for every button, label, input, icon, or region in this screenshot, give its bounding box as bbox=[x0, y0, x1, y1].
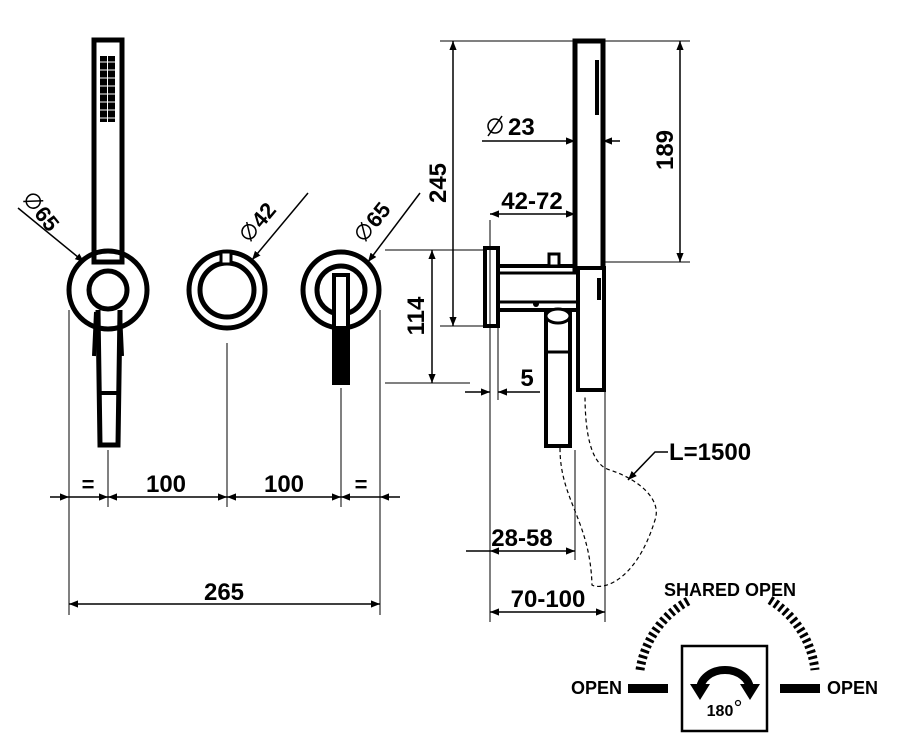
hand-shower-side bbox=[572, 38, 606, 392]
depth-dimension-2: 70-100 bbox=[490, 586, 605, 616]
open-right-label: OPEN bbox=[827, 678, 878, 698]
diameter-callout-hand-shower: 65 bbox=[17, 193, 85, 263]
spacing-center-1-label: 100 bbox=[146, 471, 186, 498]
hose bbox=[559, 394, 657, 588]
spacing-left-label: = bbox=[82, 472, 95, 497]
depth-range-1-label: 28-58 bbox=[491, 525, 552, 552]
plate-thickness-label: 5 bbox=[520, 365, 533, 392]
hose-length-callout: L=1500 bbox=[627, 439, 751, 481]
mixer-body bbox=[496, 252, 580, 312]
total-height-dimension: 245 bbox=[425, 41, 457, 326]
open-left-bar bbox=[628, 684, 668, 693]
projection-label: 42-72 bbox=[501, 188, 562, 215]
overall-width-dimension: 265 bbox=[69, 579, 380, 608]
hand-shower-unit bbox=[66, 37, 150, 448]
diverter-diameter-label: 65 bbox=[361, 197, 396, 232]
angle-label: 180 bbox=[707, 703, 734, 720]
depth-dimension-1: 28-58 bbox=[466, 525, 575, 555]
plate-height-label: 114 bbox=[403, 296, 430, 335]
open-right-bar bbox=[780, 684, 820, 693]
hose-length-label: L=1500 bbox=[669, 439, 751, 466]
mixer-knob bbox=[186, 249, 268, 331]
rotation-arrow-icon bbox=[690, 666, 760, 700]
rotation-legend: SHARED OPEN OPEN OPEN 180 bbox=[571, 580, 878, 733]
handle-diameter-label: 23 bbox=[508, 114, 535, 141]
right-arc bbox=[767, 596, 820, 671]
open-left-label: OPEN bbox=[571, 678, 622, 698]
spacing-center-2-label: 100 bbox=[264, 471, 304, 498]
diameter-callout-diverter: 65 bbox=[356, 192, 421, 263]
handle-diameter-callout: 23 bbox=[482, 114, 620, 145]
hand-shower-diameter-label: 65 bbox=[29, 201, 64, 236]
degree-icon bbox=[734, 699, 742, 707]
spacing-right-label: = bbox=[355, 472, 368, 497]
projection-dimension: 42-72 bbox=[490, 188, 575, 218]
shower-height-dimension: 189 bbox=[652, 41, 684, 262]
plate-thickness-dimension: 5 bbox=[465, 365, 540, 396]
diverter-lever bbox=[300, 249, 382, 385]
plate-height-dimension: 114 bbox=[403, 250, 436, 383]
hose-connector bbox=[544, 307, 572, 448]
side-view: 245 189 114 23 42-72 5 bbox=[385, 38, 751, 622]
front-view: = 100 100 = 265 65 42 bbox=[17, 37, 421, 615]
shared-open-label: SHARED OPEN bbox=[664, 580, 796, 600]
left-arc bbox=[635, 596, 693, 671]
shower-nozzles bbox=[100, 56, 115, 122]
overall-width-label: 265 bbox=[204, 579, 244, 606]
mixer-diameter-label: 42 bbox=[246, 198, 281, 233]
shower-height-label: 189 bbox=[652, 130, 679, 170]
depth-range-2-label: 70-100 bbox=[511, 586, 586, 613]
spacing-dimension: = 100 100 = bbox=[50, 471, 400, 501]
diameter-callout-mixer: 42 bbox=[241, 192, 309, 261]
total-height-label: 245 bbox=[425, 163, 452, 203]
